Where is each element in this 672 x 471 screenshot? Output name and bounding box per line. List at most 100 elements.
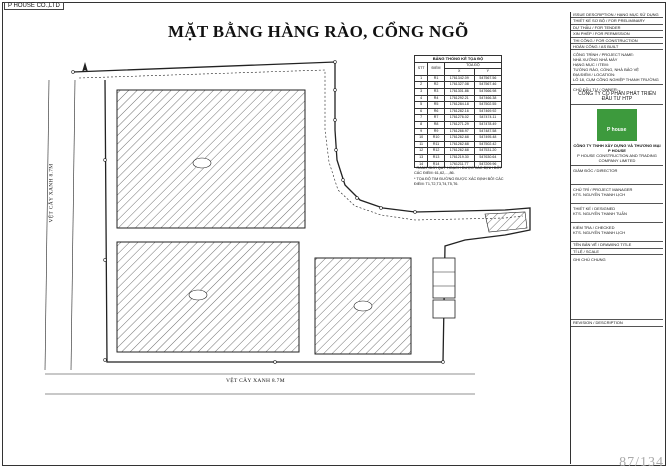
project-name: NHÀ XƯỞNG NHÀ MÁY [573, 57, 618, 63]
location: LÔ 18, CỤM CÔNG NGHIỆP THANH TRƯỜNG [573, 77, 659, 83]
pm-label: CHỦ TRÌ / PROJECT MANAGER [573, 187, 633, 193]
drawing-title-label: TÊN BẢN VẼ / DRAWING TITLE [571, 242, 663, 249]
coord-cell: 1761262.68 [443, 147, 475, 155]
coord-cell: 547502.55 [473, 101, 503, 109]
pm-name: KTS. NGUYỄN THANH LỊCH [573, 192, 626, 198]
designer-block: P house CÔNG TY TNHH XÂY DỰNG VÀ THƯƠNG … [571, 105, 663, 167]
coord-cell: 3 [413, 87, 429, 96]
coord-cell: 4 [413, 94, 429, 103]
coord-cell: R3 [427, 87, 445, 96]
coord-cell: 5 [413, 101, 429, 109]
tb-row: ISSUE DESCRIPTION / HẠNG MỤC SỬ DỤNG [571, 12, 663, 19]
coord-cell: R11 [427, 140, 445, 149]
coord-cell: 547502.42 [473, 140, 503, 149]
coord-cell: R10 [427, 134, 445, 142]
logo-text: P house [607, 127, 627, 134]
coord-cell: 1761342.09 [443, 74, 475, 83]
designer-name: CÔNG TY TNHH XÂY DỰNG VÀ THƯƠNG MẠI P HO… [573, 143, 661, 154]
col-x: X [443, 68, 475, 76]
coord-cell: 13 [413, 153, 429, 162]
coord-cell: 547495.48 [473, 134, 503, 142]
coord-cell: R7 [427, 114, 445, 122]
coord-cell: 1761262.68 [443, 134, 475, 142]
col-diem: ĐIỂM [427, 61, 445, 76]
general-notes: GHI CHÚ CHUNG [571, 255, 663, 321]
tb-row: THI CÔNG / FOR CONSTRUCTION [571, 38, 663, 45]
coordinate-table: BẢNG THỐNG KÊ TỌA ĐỘ STT ĐIỂM TỌA ĐỘ X Y… [413, 55, 503, 169]
tb-row: THIẾT KẾ SƠ BỘ / FOR PRELIMINARY [571, 18, 663, 25]
coord-cell: 9 [413, 127, 429, 136]
coord-cell: 1761301.86 [443, 87, 475, 96]
coord-cell: 11 [413, 140, 429, 149]
coord-cell: R5 [427, 101, 445, 109]
designed-person: KTS. NGUYỄN THANH TUẤN [573, 211, 627, 217]
coord-cell: R8 [427, 120, 445, 129]
col-toado: TỌA ĐỘ [443, 61, 503, 70]
page-indicator: 87/134 [619, 455, 664, 470]
col-stt: STT [413, 61, 429, 76]
north-arrow [82, 62, 88, 72]
coord-cell: R6 [427, 107, 445, 116]
coord-cell: 547466.38 [473, 94, 503, 103]
title-block: ISSUE DESCRIPTION / HẠNG MỤC SỬ DỤNG THI… [570, 12, 663, 464]
coord-cell: 547487.58 [473, 127, 503, 136]
coord-cell: 1761284.18 [443, 101, 475, 109]
coord-cell: 1761262.68 [443, 140, 475, 149]
company-logo: P house [597, 109, 637, 142]
owner-label: CHỦ ĐẦU TƯ / OWNER: [573, 87, 618, 93]
coord-cell: 2 [413, 81, 429, 89]
item-label: HẠNG MỤC / ITEM: [573, 62, 609, 68]
coord-cell: 1 [413, 74, 429, 83]
coord-cell: 10 [413, 134, 429, 142]
item-name: TƯỜNG RÀO, CỔNG, NHÀ BẢO VỆ [573, 67, 639, 73]
coord-cell: 12 [413, 147, 429, 155]
coord-cell: R13 [427, 153, 445, 162]
designed-label: THIẾT KẾ / DESIGNED [573, 206, 616, 212]
tb-row: HOÀN CÔNG / AS BUILT [571, 44, 663, 51]
coord-cell: 547474.11 [473, 114, 503, 122]
coord-cell: 1761219.30 [443, 153, 475, 162]
project-block: CÔNG TRÌNH / PROJECT NAME: NHÀ XƯỞNG NHÀ… [571, 50, 663, 86]
coord-cell: 8 [413, 120, 429, 129]
coord-cell: 1761327.08 [443, 81, 475, 89]
tb-row: XIN PHÉP / FOR PERMISSION [571, 31, 663, 38]
coord-cell: R12 [427, 147, 445, 155]
coord-cell: 547630.64 [473, 153, 503, 162]
note-1: * RANH GIỚI QUY HOẠCH ĐƯỢC XÁC ĐỊNH BỞI … [414, 166, 501, 176]
col-y: Y [473, 68, 503, 76]
coord-cell: 6 [413, 107, 429, 116]
location-label: ĐỊA ĐIỂM / LOCATION: [573, 72, 616, 78]
designer-en: P HOUSE CONSTRUCTION AND TRADING COMPANY… [577, 153, 657, 164]
coord-cell: 1761266.97 [443, 127, 475, 136]
coord-cell: 547666.98 [473, 87, 503, 96]
coord-cell: 547469.92 [473, 107, 503, 116]
road-label-bottom: VỆT CÂY XANH 8.7M [226, 378, 285, 384]
coord-cell: R4 [427, 94, 445, 103]
coord-cell: 1761271.29 [443, 120, 475, 129]
company-tag: P HOUSE CO.,LTD [4, 2, 64, 10]
director-label: GIÁM ĐỐC / DIRECTOR [573, 168, 618, 174]
building-2 [116, 241, 300, 353]
coord-cell: 547209.96 [473, 160, 503, 169]
coord-cell: R1 [427, 74, 445, 83]
coord-cell: R9 [427, 127, 445, 136]
coord-cell: 1761282.16 [443, 107, 475, 116]
coord-cell: 7 [413, 114, 429, 122]
coord-cell: 547567.46 [473, 81, 503, 89]
owner-name: CÔNG TY CỔ PHẦN PHÁT TRIỂN ĐẦU TƯ HTP [578, 91, 656, 103]
building-1 [116, 89, 306, 229]
general-notes-label: GHI CHÚ CHUNG [573, 257, 606, 263]
